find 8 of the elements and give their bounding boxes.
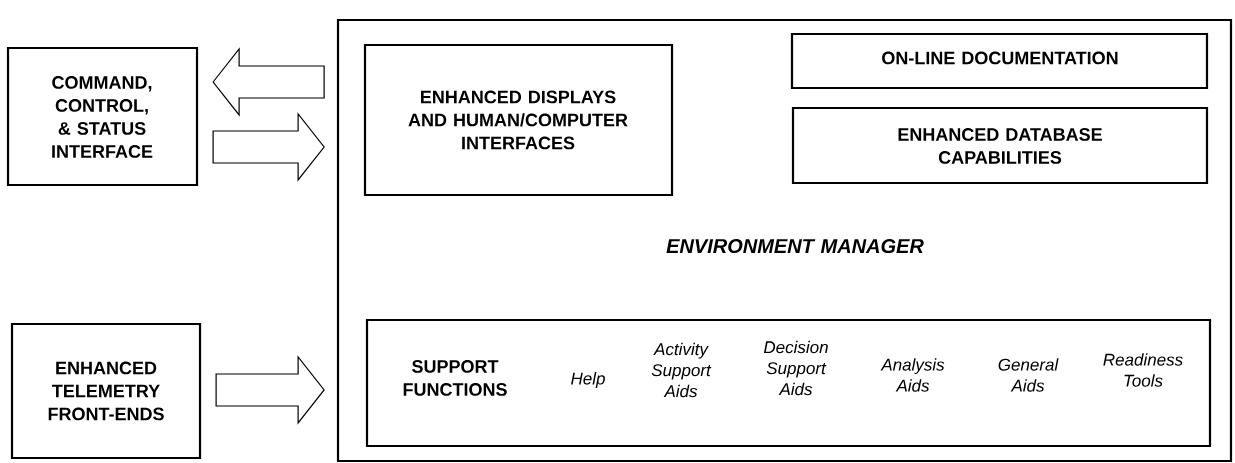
function-box: ENHANCED DATABASE CAPABILITIES — [791, 106, 1209, 185]
support-functions-panel: SUPPORT FUNCTIONS Help Activity Support Aids Decision Support Aids Analysis Aids General Aids Readiness Tools — [365, 318, 1212, 448]
interface-box: COMMAND, CONTROL, & STATUS INTERFACE — [6, 46, 199, 187]
function-box: ON-LINE DOCUMENTATION — [790, 32, 1209, 90]
interface-box: ENHANCED TELEMETRY FRONT-ENDS — [10, 322, 202, 460]
block-arrow — [212, 112, 325, 182]
block-arrow — [215, 355, 325, 425]
interface-box: ENHANCED DISPLAYS AND HUMAN/COMPUTER INTERFACES — [363, 43, 674, 197]
